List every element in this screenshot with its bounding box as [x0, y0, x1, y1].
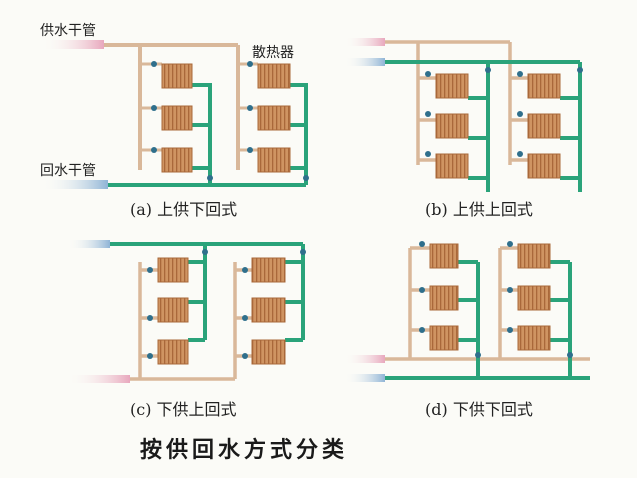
return-pipe — [110, 242, 305, 342]
caption-d: (d) 下供下回式 — [425, 400, 533, 419]
page-title: 按供回水方式分类 — [140, 437, 349, 463]
outlet-arrow — [42, 180, 108, 189]
outlet-arrow — [68, 240, 110, 248]
return-pipe — [385, 260, 590, 380]
valve — [425, 67, 583, 157]
return-pipe — [108, 83, 308, 187]
inlet-arrow — [42, 40, 104, 49]
diagram-d — [345, 241, 590, 382]
caption-a: (a) 上供下回式 — [130, 200, 238, 219]
supply-main-label: 供水干管 — [40, 23, 96, 39]
caption-c: (c) 下供上回式 — [130, 400, 237, 419]
valve — [147, 249, 306, 359]
supply-pipe — [130, 262, 252, 381]
valve — [151, 61, 309, 181]
supply-pipe — [385, 40, 528, 165]
radiator — [161, 63, 291, 173]
diagram-c — [68, 240, 306, 383]
inlet-arrow — [345, 38, 385, 46]
inlet-arrow — [68, 375, 130, 383]
diagram-b — [345, 38, 583, 192]
supply-branch — [140, 62, 258, 152]
radiator — [157, 257, 286, 365]
valve — [419, 241, 573, 358]
radiator — [435, 73, 561, 179]
caption-b: (b) 上供上回式 — [425, 200, 533, 219]
radiator-label: 散热器 — [252, 45, 294, 61]
outlet-arrow — [345, 58, 385, 66]
diagram-a — [42, 40, 309, 189]
supply-pipe — [385, 246, 590, 361]
return-pipe — [385, 60, 582, 192]
inlet-arrow — [345, 355, 385, 363]
radiator — [429, 243, 551, 351]
return-main-label: 回水干管 — [40, 163, 96, 179]
outlet-arrow — [345, 374, 385, 382]
